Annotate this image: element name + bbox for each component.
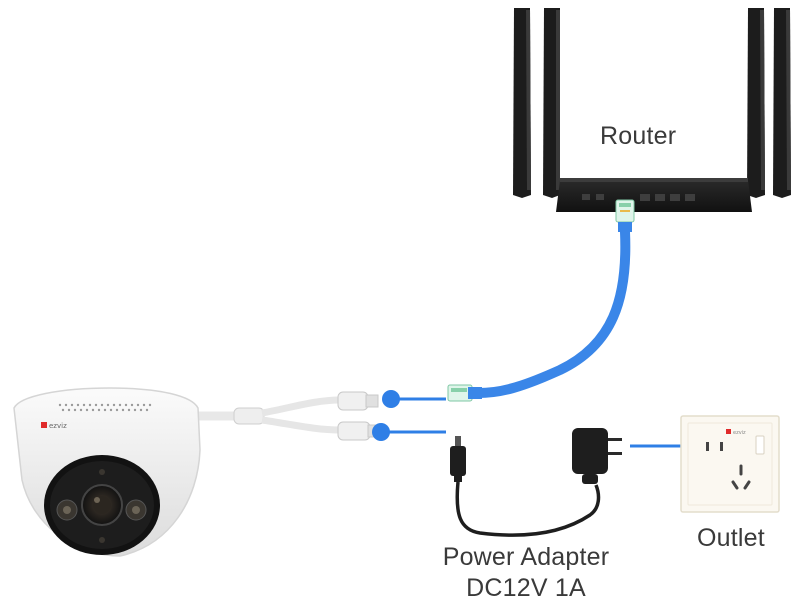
power-adapter-label: Power Adapter DC12V 1A <box>430 542 622 604</box>
power-adapter-name: Power Adapter <box>442 543 610 571</box>
router-antenna <box>760 10 765 190</box>
camera-vent <box>58 403 152 412</box>
router-antenna <box>556 10 560 190</box>
router-antenna <box>526 10 531 190</box>
outlet-switch <box>755 435 765 455</box>
router-antenna <box>786 10 791 190</box>
cable-rj45-plug <box>447 384 482 402</box>
network-cable <box>473 227 631 398</box>
connection-marker-ethernet <box>382 390 446 408</box>
router-antenna <box>543 8 560 198</box>
router-body <box>556 180 752 212</box>
router-ports <box>582 194 695 201</box>
camera-ethernet-port <box>337 391 369 411</box>
connection-marker-power <box>372 423 446 441</box>
camera-power-port <box>337 421 371 441</box>
svg-text:ezviz: ezviz <box>733 430 746 436</box>
outlet-logo: ezviz <box>726 429 746 436</box>
router <box>513 8 791 232</box>
camera-logo: ezviz <box>41 422 67 430</box>
power-adapter-spec: DC12V 1A <box>466 574 586 602</box>
camera-pigtail <box>193 391 379 441</box>
power-adapter <box>450 428 622 537</box>
dome-camera: ezviz <box>13 387 201 557</box>
router-label: Router <box>600 122 677 150</box>
wall-outlet: ezviz <box>680 415 780 513</box>
router-top-strip <box>560 178 748 182</box>
outlet-label: Outlet <box>697 524 765 552</box>
svg-text:ezviz: ezviz <box>49 422 67 430</box>
